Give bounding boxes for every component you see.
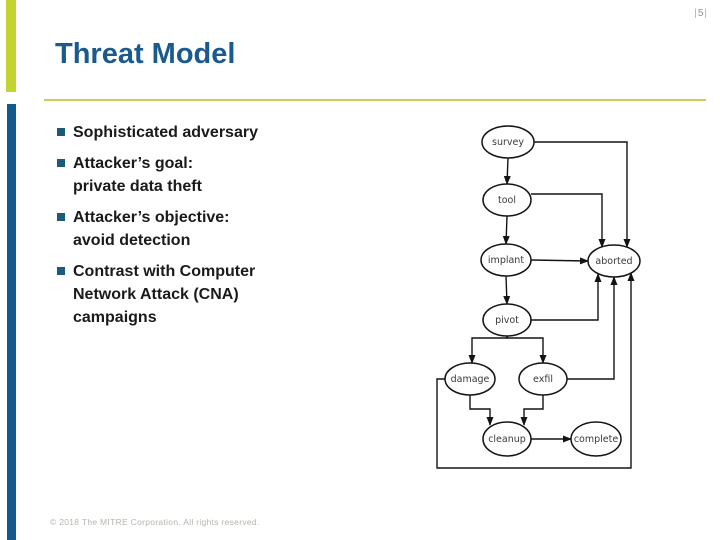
page-number: |5| <box>694 8 708 19</box>
bullet-square-icon <box>57 159 65 167</box>
state-ellipse-exfil <box>518 362 568 396</box>
bullet-text: Sophisticated adversary <box>73 124 258 141</box>
edge-implant-to-pivot <box>503 275 511 305</box>
state-node-damage: damage <box>444 362 496 396</box>
state-ellipse-pivot <box>482 303 532 337</box>
state-label-implant: implant <box>488 255 524 266</box>
bullet-square-icon <box>57 267 65 275</box>
state-label-aborted: aborted <box>595 256 632 267</box>
bullet-item: Attacker’s goal: private data theft <box>57 152 357 198</box>
state-ellipse-damage <box>444 362 496 396</box>
state-label-survey: survey <box>492 137 524 148</box>
accent-bar-lime <box>6 0 16 92</box>
edge-implant-to-aborted <box>530 257 589 265</box>
state-ellipse-cleanup <box>482 421 532 457</box>
state-node-tool: tool <box>482 183 532 217</box>
threat-state-diagram: survey tool implant aborted pivot damage exfil… <box>430 110 720 480</box>
state-node-pivot: pivot <box>482 303 532 337</box>
state-diagram-svg: survey tool implant aborted pivot damage exfil… <box>436 125 641 469</box>
bullet-item: Attacker’s objective: avoid detection <box>57 206 357 252</box>
state-node-survey: survey <box>481 125 535 159</box>
state-ellipse-implant <box>480 243 532 277</box>
state-node-implant: implant <box>480 243 532 277</box>
page-title: Threat Model <box>55 38 236 70</box>
edge-tool-to-implant <box>502 215 510 245</box>
state-node-complete: complete <box>570 421 622 457</box>
edge-pivot-to-aborted <box>531 273 602 321</box>
bullet-item: Contrast with Computer Network Attack (C… <box>57 260 357 329</box>
bullet-text: Attacker’s objective: avoid detection <box>73 209 230 249</box>
edge-exfil-to-cleanup <box>520 395 544 426</box>
state-node-cleanup: cleanup <box>482 421 532 457</box>
edge-damage-to-aborted <box>436 272 635 469</box>
bullet-text: Contrast with Computer Network Attack (C… <box>73 263 256 326</box>
bullet-text: Attacker’s goal: private data theft <box>73 155 202 195</box>
state-ellipse-aborted <box>587 244 641 278</box>
edge-survey-to-tool <box>503 157 511 185</box>
state-label-tool: tool <box>498 195 516 206</box>
page-number-value: 5 <box>697 8 705 19</box>
copyright-text: © 2018 The MITRE Corporation. All rights… <box>50 517 260 527</box>
state-label-damage: damage <box>451 374 490 385</box>
bullet-square-icon <box>57 213 65 221</box>
state-node-exfil: exfil <box>518 362 568 396</box>
edge-survey-to-aborted <box>534 141 631 248</box>
bullet-square-icon <box>57 128 65 136</box>
page-number-separator: | <box>694 8 698 19</box>
bullet-item: Sophisticated adversary <box>57 121 357 144</box>
edge-damage-to-cleanup <box>469 395 494 426</box>
state-node-aborted: aborted <box>587 244 641 278</box>
state-label-complete: complete <box>574 434 619 445</box>
edge-exfil-to-aborted <box>567 276 618 380</box>
state-ellipse-complete <box>570 421 622 457</box>
state-ellipse-tool <box>482 183 532 217</box>
state-label-exfil: exfil <box>533 374 553 385</box>
title-divider <box>44 99 706 101</box>
accent-bar-blue <box>7 104 16 540</box>
page-number-separator: | <box>704 8 708 19</box>
state-label-pivot: pivot <box>495 315 519 326</box>
state-ellipse-survey <box>481 125 535 159</box>
edge-tool-to-aborted <box>531 193 606 248</box>
state-label-cleanup: cleanup <box>488 434 526 445</box>
